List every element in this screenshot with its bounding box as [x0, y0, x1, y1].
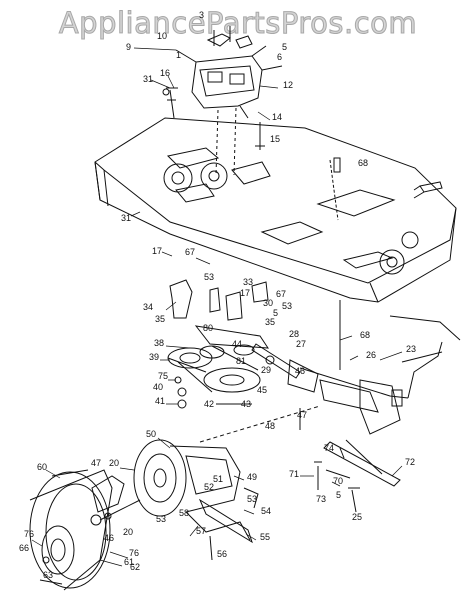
- callout-label: 43: [241, 399, 251, 409]
- callout-label: 41: [155, 396, 165, 406]
- callout-label: 9: [126, 42, 131, 52]
- callout-label: 3: [199, 10, 204, 20]
- callout-label: 5: [282, 42, 287, 52]
- callout-label: 40: [153, 382, 163, 392]
- callout-label: 73: [316, 494, 326, 504]
- pulley-assembly: [167, 279, 319, 409]
- callout-label: 42: [204, 399, 214, 409]
- callout-label: 35: [155, 314, 165, 324]
- callout-label: 76: [129, 548, 139, 558]
- callout-label: 52: [204, 482, 214, 492]
- callout-label: 45: [257, 385, 267, 395]
- callout-label: 35: [265, 317, 275, 327]
- callout-label: 39: [149, 352, 159, 362]
- callout-label: 60: [37, 462, 47, 472]
- callout-label: 58: [179, 508, 189, 518]
- watermark-text: AppliancePartsPros.com: [58, 6, 418, 41]
- callout-label: 70: [333, 476, 343, 486]
- callout-label: 23: [406, 344, 416, 354]
- callout-label: 28: [289, 329, 299, 339]
- callout-label: 71: [289, 469, 299, 479]
- callout-label: 53: [204, 272, 214, 282]
- callout-label: 6: [277, 52, 282, 62]
- callout-label: 72: [405, 457, 415, 467]
- callout-label: 27: [296, 339, 306, 349]
- callout-label: 51: [213, 474, 223, 484]
- rear-wheel: [29, 469, 141, 591]
- callout-label: 30: [263, 298, 273, 308]
- callout-label: 31: [143, 74, 153, 84]
- callout-label: 1: [176, 50, 181, 60]
- callout-label: 16: [160, 68, 170, 78]
- callout-label: 55: [260, 532, 270, 542]
- callout-label: 17: [152, 246, 162, 256]
- callout-label: 57: [196, 526, 206, 536]
- callout-label: 66: [19, 543, 29, 553]
- callout-label: 56: [217, 549, 227, 559]
- callout-label: 62: [130, 562, 140, 572]
- callout-label: 33: [243, 277, 253, 287]
- linkage-assembly: [299, 300, 461, 513]
- callout-label: 53: [282, 301, 292, 311]
- callout-label: 47: [91, 458, 101, 468]
- callout-label: 31: [121, 213, 131, 223]
- callout-label: 47: [297, 410, 307, 420]
- callout-label: 44: [232, 339, 242, 349]
- callout-label: 53: [247, 494, 257, 504]
- callout-label: 49: [247, 472, 257, 482]
- callout-label: 12: [283, 80, 293, 90]
- callout-label: 14: [272, 112, 282, 122]
- callout-label: 68: [358, 158, 368, 168]
- callout-label: 68: [360, 330, 370, 340]
- callout-label: 50: [146, 429, 156, 439]
- leader-lines: [31, 47, 403, 567]
- callout-label: 48: [265, 421, 275, 431]
- callout-label: 26: [366, 350, 376, 360]
- callout-label: 63: [43, 570, 53, 580]
- callout-label: 10: [157, 31, 167, 41]
- callout-label: 54: [261, 506, 271, 516]
- transaxle: [133, 405, 321, 561]
- callout-label: 34: [143, 302, 153, 312]
- callout-label: 67: [185, 247, 195, 257]
- deck-frame: [94, 117, 457, 303]
- callout-label: 75: [158, 371, 168, 381]
- callout-label: 80: [203, 323, 213, 333]
- callout-label: 61: [124, 557, 134, 567]
- callout-label: 17: [240, 288, 250, 298]
- callout-label: 38: [154, 338, 164, 348]
- callout-label: 20: [109, 458, 119, 468]
- callout-label: 29: [261, 365, 271, 375]
- callout-label: 53: [156, 514, 166, 524]
- top-gear-assembly: [162, 26, 283, 176]
- callout-label: 81: [236, 356, 246, 366]
- callout-label: 20: [123, 527, 133, 537]
- callout-label: 25: [352, 512, 362, 522]
- callout-label: 5: [273, 308, 278, 318]
- callout-label: 74: [324, 443, 334, 453]
- callout-label: 15: [270, 134, 280, 144]
- callout-label: 76: [24, 529, 34, 539]
- callout-label: 46: [104, 533, 114, 543]
- callout-label: 5: [336, 490, 341, 500]
- callout-label: 46: [295, 366, 305, 376]
- callout-label: 67: [276, 289, 286, 299]
